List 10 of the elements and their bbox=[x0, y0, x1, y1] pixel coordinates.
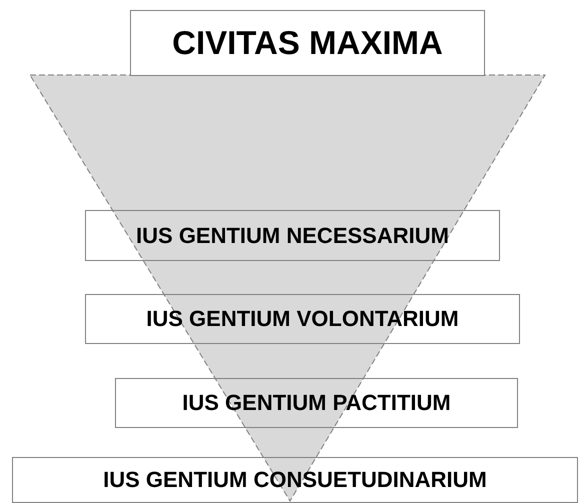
box-label: IUS GENTIUM PACTITIUM bbox=[182, 390, 451, 416]
box-label: IUS GENTIUM NECESSARIUM bbox=[136, 222, 449, 248]
box-label: IUS GENTIUM CONSUETUDINARIUM bbox=[103, 467, 487, 493]
label-box bbox=[115, 378, 518, 428]
title-box bbox=[130, 10, 485, 76]
label-box bbox=[85, 210, 500, 261]
label-box bbox=[12, 457, 578, 503]
box-label: IUS GENTIUM VOLONTARIUM bbox=[146, 306, 459, 332]
box-label: CIVITAS MAXIMA bbox=[172, 24, 443, 62]
label-box bbox=[85, 294, 520, 344]
